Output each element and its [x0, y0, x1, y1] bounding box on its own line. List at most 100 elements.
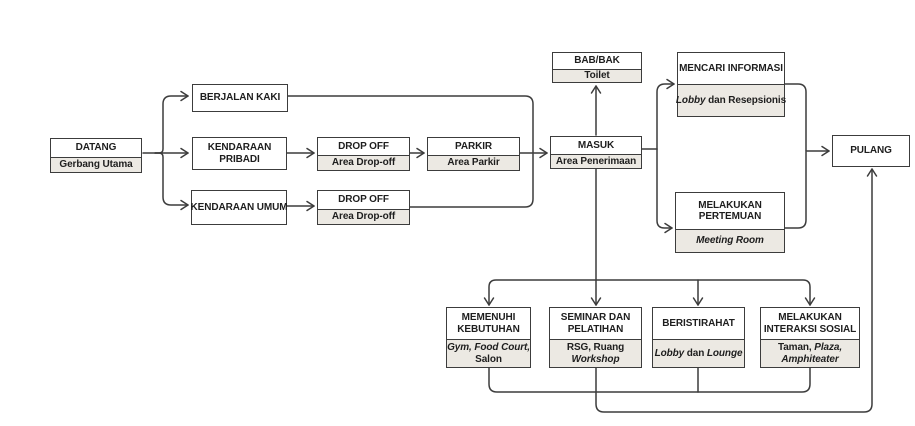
flow-node-beristirahat: BERISTIRAHAT Lobby dan Lounge — [652, 307, 745, 368]
node-title-line: MEMENUHI — [461, 312, 516, 323]
flow-node-dropoff-2: DROP OFF Area Drop-off — [317, 190, 410, 225]
node-subtitle: Gym, Food Court,Salon — [447, 339, 530, 367]
flow-node-parkir: PARKIR Area Parkir — [427, 137, 520, 171]
node-subtitle-segment: Area Penerimaan — [555, 155, 637, 167]
edge-connector-1 — [154, 95, 189, 154]
node-title-line: KENDARAAN UMUM — [190, 201, 288, 213]
edge-connector-2 — [154, 152, 189, 206]
node-title: BERISTIRAHAT — [653, 308, 744, 339]
node-subtitle-line: Area Penerimaan — [556, 156, 636, 168]
node-subtitle: Taman, Plaza,Amphiteater — [761, 339, 859, 367]
arrowhead — [306, 147, 315, 159]
arrowhead — [180, 90, 189, 102]
node-subtitle-segment: Plaza, — [814, 342, 843, 353]
node-subtitle-line: Gym, Food Court, — [447, 342, 530, 354]
node-title: MENCARI INFORMASI — [678, 53, 784, 84]
arrowhead — [590, 297, 602, 306]
node-title-line: BERJALAN KAKI — [199, 92, 281, 104]
arrowhead — [692, 297, 704, 306]
arrowhead — [180, 199, 189, 211]
flow-node-masuk: MASUK Area Penerimaan — [550, 136, 642, 169]
node-title-line: BERISTIRAHAT — [662, 317, 735, 329]
node-subtitle: Lobby dan Resepsionis — [675, 84, 787, 116]
arrowhead — [590, 85, 602, 94]
node-subtitle: Lobby dan Lounge — [653, 339, 744, 367]
edge-connector-14 — [784, 151, 807, 229]
edge-connector-17 — [488, 279, 597, 306]
arrowhead — [180, 147, 189, 159]
node-title-line: BAB/BAK — [574, 55, 620, 67]
node-subtitle-line: Toilet — [584, 70, 609, 82]
arrowhead — [804, 297, 816, 306]
arrowhead — [306, 200, 315, 212]
arrowhead — [483, 297, 495, 306]
edge-connector-7 — [287, 95, 534, 154]
node-subtitle: Area Drop-off — [318, 209, 409, 224]
node-title: DATANG — [51, 139, 141, 157]
node-title: DROP OFF — [318, 138, 409, 155]
arrowhead — [666, 78, 675, 90]
node-title-line: INTERAKSI SOSIAL — [763, 323, 857, 335]
node-subtitle-line: Lobby dan Lounge — [655, 348, 743, 360]
flow-node-pulang: PULANG — [832, 135, 910, 167]
node-title-line: PARKIR — [455, 140, 492, 152]
node-title-line: SEMINAR DAN — [560, 312, 631, 323]
edge-connector-13 — [784, 83, 807, 152]
node-title-line: DATANG — [75, 142, 117, 154]
node-subtitle-segment: Lobby — [654, 347, 685, 359]
node-subtitle: Meeting Room — [676, 229, 784, 252]
node-title: BAB/BAK — [553, 53, 641, 69]
node-title-line: PERTEMUAN — [698, 211, 762, 222]
node-subtitle-segment: Area Drop-off — [331, 157, 396, 169]
node-subtitle-line: Amphiteater — [781, 354, 838, 366]
node-title: PARKIR — [428, 138, 519, 155]
node-subtitle-segment: Taman, — [777, 342, 815, 353]
node-title-line: DROP OFF — [338, 140, 389, 152]
node-title: DROP OFF — [318, 191, 409, 209]
node-title: PULANG — [833, 136, 909, 166]
arrowhead — [664, 222, 673, 234]
arrowhead — [821, 145, 830, 157]
edge-connector-8 — [409, 153, 534, 208]
node-subtitle-segment: Area Parkir — [447, 157, 500, 169]
node-subtitle-line: Taman, Plaza, — [778, 342, 842, 354]
node-title-line: KEBUTUHAN — [457, 323, 520, 335]
node-subtitle-segment: Meeting Room — [696, 235, 764, 247]
node-subtitle: Toilet — [553, 69, 641, 82]
arrowhead — [866, 168, 878, 177]
node-title-line: DROP OFF — [338, 194, 389, 206]
node-subtitle-line: RSG, Ruang — [567, 342, 624, 354]
node-subtitle-segment: Lounge — [706, 347, 743, 359]
flow-node-dropoff-1: DROP OFF Area Drop-off — [317, 137, 410, 171]
flow-node-bab-bak: BAB/BAK Toilet — [552, 52, 642, 83]
node-subtitle-line: Workshop — [572, 354, 620, 366]
node-subtitle-segment: dan — [684, 347, 707, 359]
node-subtitle-segment: Salon — [475, 353, 502, 365]
node-subtitle: Area Penerimaan — [551, 154, 641, 168]
flow-node-datang: DATANG Gerbang Utama — [50, 138, 142, 173]
arrowhead — [416, 147, 425, 159]
node-subtitle-segment: Lobby — [675, 94, 706, 106]
node-title: BERJALAN KAKI — [193, 85, 287, 111]
node-subtitle-segment: Area Drop-off — [331, 211, 396, 223]
node-title-line: MELAKUKAN — [778, 312, 842, 323]
node-subtitle: Gerbang Utama — [51, 157, 141, 172]
node-title: MASUK — [551, 137, 641, 154]
node-subtitle-line: Area Parkir — [447, 157, 499, 169]
node-title-line: KENDARAAN — [207, 142, 272, 153]
edge-connector-20 — [488, 367, 811, 393]
node-subtitle: Area Parkir — [428, 155, 519, 170]
node-subtitle-segment: dan Resepsionis — [705, 94, 787, 106]
node-subtitle-segment: Gym, Food Court, — [447, 342, 530, 353]
